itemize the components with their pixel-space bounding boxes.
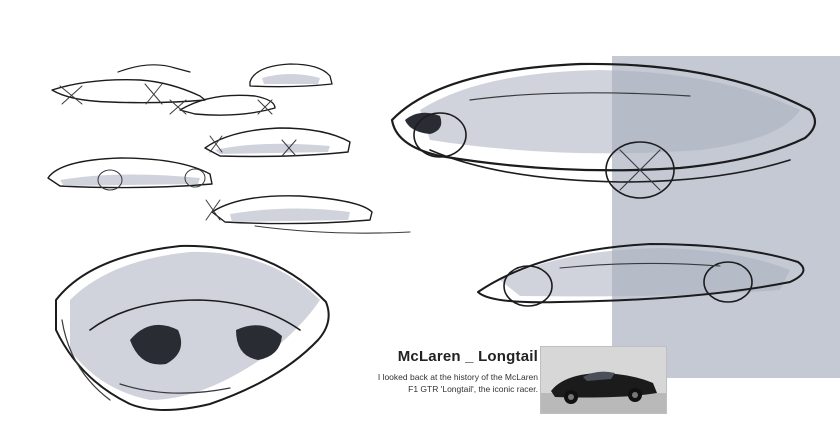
perspective-sketch — [55, 244, 330, 411]
caption-body-line-2: F1 GTR 'Longtail', the iconic racer. — [408, 384, 538, 394]
hero-sketch-side — [477, 243, 805, 307]
caption-body-line-1: I looked back at the history of the McLa… — [377, 372, 538, 382]
thumbnail-sketch-6 — [205, 195, 411, 234]
thumbnail-sketch-2 — [249, 63, 333, 88]
thumbnail-sketch-5 — [47, 157, 213, 191]
thumbnail-sketch-3 — [169, 94, 276, 116]
thumbnail-sketch-4 — [204, 127, 351, 158]
caption-block: McLaren _ Longtail I looked back at the … — [360, 348, 538, 395]
thumbnail-sketch-1 — [51, 64, 206, 105]
caption-body: I looked back at the history of the McLa… — [360, 371, 538, 395]
caption-title: McLaren _ Longtail — [397, 348, 538, 365]
reference-photo — [540, 346, 667, 414]
car-photo-image — [541, 347, 666, 413]
hero-sketch-top — [390, 62, 817, 199]
